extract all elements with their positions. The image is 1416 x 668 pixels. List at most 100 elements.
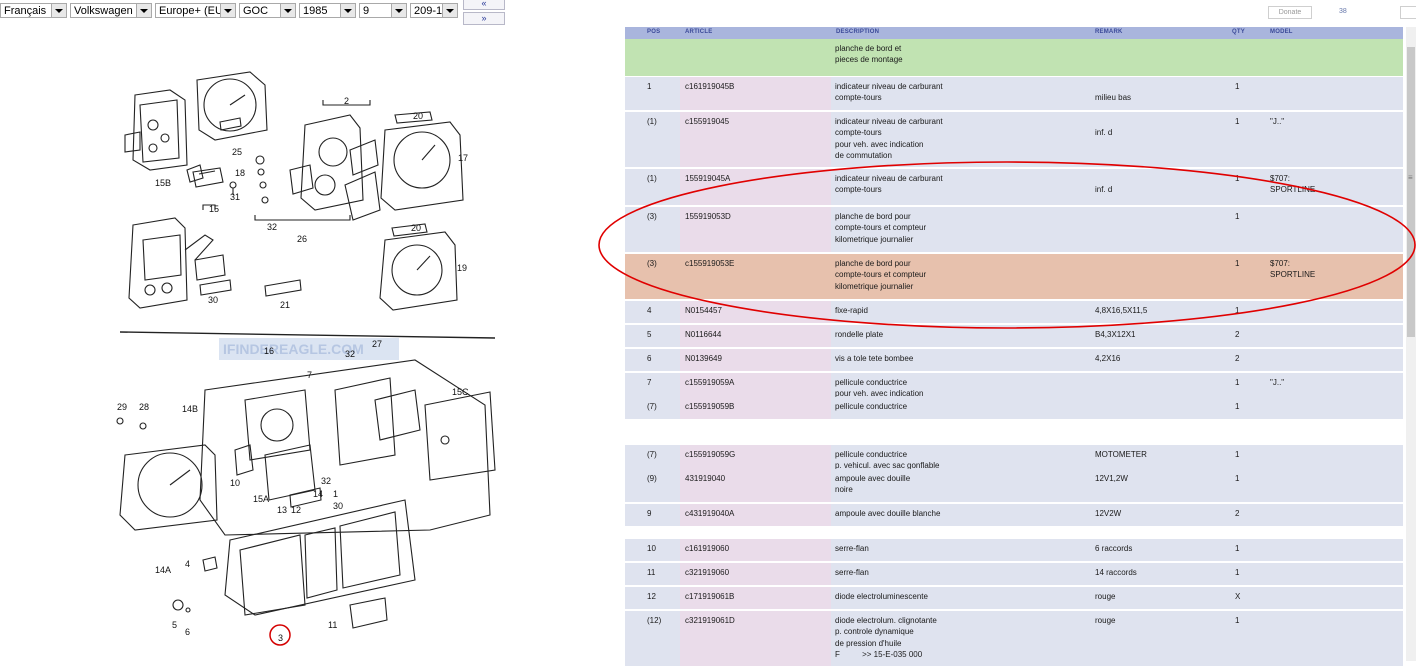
callout-number: 27: [372, 339, 382, 349]
cell-article[interactable]: c155919053E: [685, 259, 735, 268]
prev-label: «: [481, 0, 487, 8]
callout-number: 4: [185, 559, 190, 569]
cell-remark: B4,3X12X1: [1095, 330, 1136, 339]
divider: [119, 331, 496, 339]
table-header: POS ARTICLE DESCRIPTION REMARK QTY MODEL: [625, 27, 1403, 39]
cell-qty: 1: [1235, 474, 1240, 483]
article-column-bg: [680, 563, 831, 585]
connector-18: [192, 167, 237, 195]
cell-pos: 10: [647, 544, 656, 553]
language-select[interactable]: Français: [0, 3, 67, 18]
language-value: Français: [4, 5, 47, 17]
scrollbar-thumb[interactable]: [1407, 47, 1415, 337]
chevron-down-icon: [340, 4, 355, 17]
row-separator: [625, 502, 1403, 504]
cell-remark: inf. d: [1095, 185, 1113, 195]
callout-number: 5: [172, 620, 177, 630]
cell-qty: 1: [1235, 450, 1240, 459]
cell-description: indicateur niveau de carburant compte-to…: [835, 117, 943, 161]
article-column-bg: [680, 611, 831, 666]
callout-number: 29: [117, 402, 127, 412]
callout-number: 31: [230, 192, 240, 202]
cell-qty: 1: [1235, 402, 1240, 411]
article-column-bg: [680, 349, 831, 371]
cell-remark: 14 raccords: [1095, 568, 1137, 577]
cell-pos: (12): [647, 616, 662, 625]
subgroup-value: 209-1: [414, 5, 443, 17]
cell-remark: rouge: [1095, 592, 1116, 601]
cell-article[interactable]: c321919060: [685, 568, 730, 577]
donate-button[interactable]: Donate: [1268, 6, 1312, 19]
callout-number: 14: [313, 489, 323, 499]
chevron-down-icon: [136, 4, 151, 17]
row-separator: [625, 609, 1403, 611]
callout-number: 18: [235, 168, 245, 178]
cell-remark: rouge: [1095, 616, 1116, 625]
corner-button[interactable]: [1400, 6, 1416, 19]
row-separator: [625, 585, 1403, 587]
cell-article[interactable]: c155919059B: [685, 402, 735, 411]
cell-article[interactable]: 431919040: [685, 474, 726, 483]
cell-remark: MOTOMETER: [1095, 450, 1147, 459]
cell-article[interactable]: N0154457: [685, 306, 722, 315]
counter-text: 38: [1339, 8, 1347, 15]
cell-model: "J..": [1270, 117, 1285, 126]
cell-article[interactable]: c431919040A: [685, 509, 735, 518]
group-select[interactable]: 9: [359, 3, 407, 18]
callout-number: 30: [208, 295, 218, 305]
cell-article[interactable]: c155919045: [685, 117, 730, 126]
market-select[interactable]: Europe+ (EU: [155, 3, 236, 18]
cell-article[interactable]: N0116644: [685, 330, 722, 339]
model-select[interactable]: GOC: [239, 3, 296, 18]
lower-assembly: [116, 359, 496, 629]
year-select[interactable]: 1985: [299, 3, 356, 18]
callout-number: 32: [267, 222, 277, 232]
article-column-bg: [680, 469, 831, 502]
cell-qty: 1: [1235, 174, 1240, 183]
cell-article[interactable]: 155919053D: [685, 212, 731, 221]
callout-number: 2: [344, 96, 349, 106]
cell-article[interactable]: c161919045B: [685, 82, 735, 91]
callout-number: 6: [185, 627, 190, 637]
callout-number: 14A: [155, 565, 171, 575]
cell-remark: 4,8X16,5X11,5: [1095, 306, 1148, 315]
article-column-bg: [680, 397, 831, 419]
article-column-bg: [680, 325, 831, 347]
cell-article[interactable]: c171919061B: [685, 592, 735, 601]
row-separator: [625, 526, 1403, 528]
make-select[interactable]: Volkswagen: [70, 3, 152, 18]
cell-model: $707: SPORTLINE: [1270, 259, 1316, 280]
cell-article[interactable]: c321919061D: [685, 616, 735, 625]
cell-article[interactable]: c161919060: [685, 544, 730, 553]
callout-number: 32: [345, 349, 355, 359]
cell-description: ampoule avec douille noire: [835, 474, 911, 495]
cell-article[interactable]: c155919059A: [685, 378, 735, 387]
cell-description: planche de bord pour compte-tours et com…: [835, 259, 927, 291]
scrollbar[interactable]: ≡: [1406, 27, 1416, 661]
next-button[interactable]: »: [463, 12, 505, 25]
cell-article[interactable]: 155919045A: [685, 174, 731, 183]
subgroup-select[interactable]: 209-1: [410, 3, 458, 18]
table-row[interactable]: planche de bord et pieces de montage: [625, 39, 1403, 78]
cell-description: serre-flan: [835, 544, 869, 553]
cell-article[interactable]: N0139649: [685, 354, 722, 363]
header-article: ARTICLE: [685, 29, 713, 35]
article-column-bg: [680, 539, 831, 561]
cell-article[interactable]: c155919059G: [685, 450, 736, 459]
prev-button[interactable]: «: [463, 0, 505, 10]
